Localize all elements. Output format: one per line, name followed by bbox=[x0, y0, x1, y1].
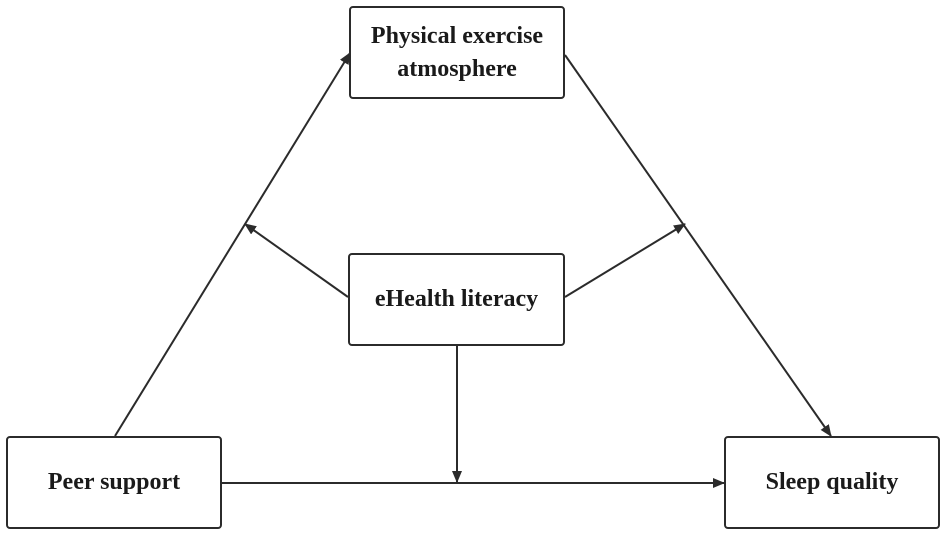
node-ehealth-literacy: eHealth literacy bbox=[348, 253, 565, 346]
node-peer-support: Peer support bbox=[6, 436, 222, 529]
node-label-line: atmosphere bbox=[397, 55, 517, 82]
node-label-line: Peer support bbox=[47, 469, 181, 496]
node-label: eHealth literacy bbox=[375, 283, 538, 315]
node-label-line: Physical exercise bbox=[370, 23, 544, 50]
node-sleep-quality: Sleep quality bbox=[724, 436, 940, 529]
edge-ehealth-moderates-peer-physical bbox=[244, 223, 349, 298]
node-label: Peer support bbox=[48, 466, 180, 498]
edge-peer-to-physical bbox=[114, 52, 351, 437]
node-physical-exercise-atmosphere: Physical exercise atmosphere bbox=[349, 6, 565, 99]
node-label-line: Sleep quality bbox=[765, 469, 899, 496]
edge-physical-to-sleep bbox=[564, 54, 832, 437]
node-label: Physical exercise atmosphere bbox=[371, 20, 543, 85]
edge-ehealth-moderates-physical-sleep bbox=[564, 223, 686, 298]
node-label: Sleep quality bbox=[766, 466, 899, 498]
node-label-line: eHealth literacy bbox=[374, 286, 539, 313]
